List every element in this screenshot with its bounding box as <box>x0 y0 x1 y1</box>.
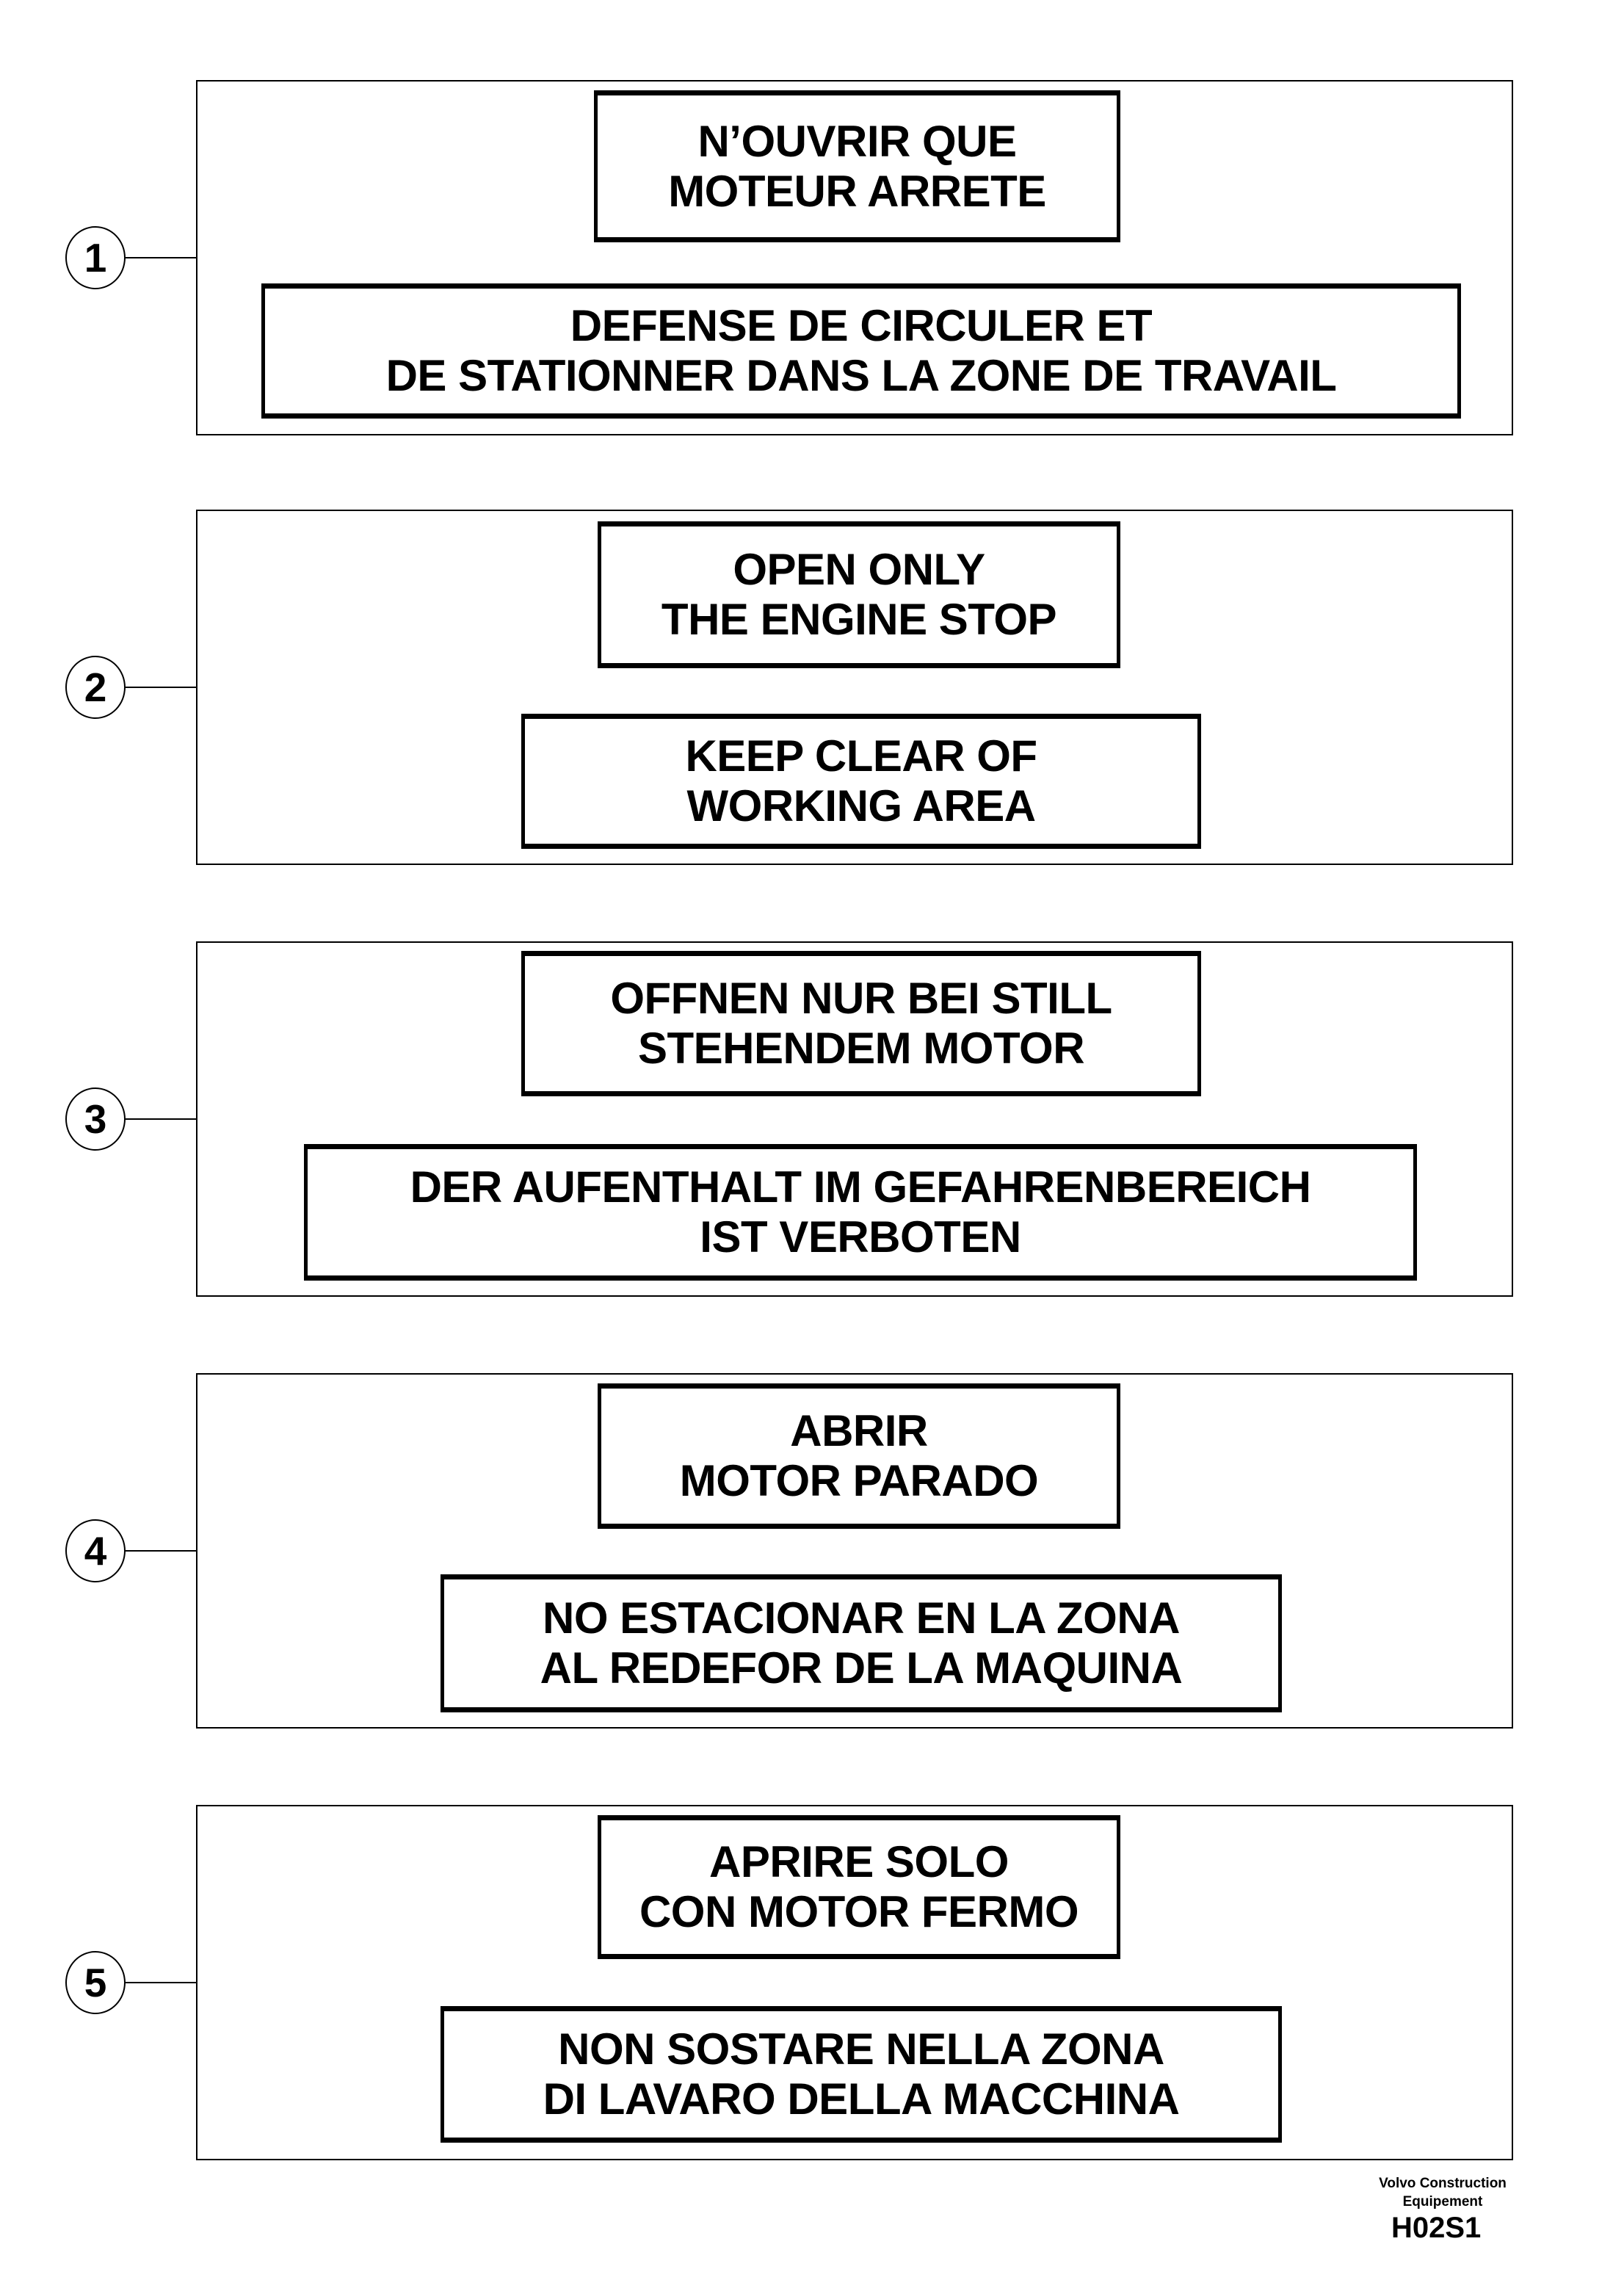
sign-line: MOTOR PARADO <box>679 1456 1039 1505</box>
sign-line: THE ENGINE STOP <box>661 595 1057 644</box>
sign-line: DE STATIONNER DANS LA ZONE DE TRAVAIL <box>385 351 1337 400</box>
sign-plate-top-5: APRIRE SOLO CON MOTOR FERMO <box>598 1815 1120 1959</box>
callout-number: 1 <box>84 235 107 281</box>
callout-number: 4 <box>84 1528 107 1574</box>
sign-plate-bottom-1: DEFENSE DE CIRCULER ET DE STATIONNER DAN… <box>261 283 1461 419</box>
callout-balloon-1: 1 <box>65 226 126 289</box>
sign-line: AL REDEFOR DE LA MAQUINA <box>540 1643 1183 1693</box>
footer-brand: Volvo Construction Equipement <box>1355 2174 1531 2211</box>
callout-number: 5 <box>84 1960 107 2005</box>
callout-balloon-2: 2 <box>65 656 126 719</box>
sign-plate-top-3: OFFNEN NUR BEI STILL STEHENDEM MOTOR <box>521 951 1201 1096</box>
footer-brand-line2: Equipement <box>1402 2194 1483 2209</box>
sign-plate-top-4: ABRIR MOTOR PARADO <box>598 1383 1120 1529</box>
sign-plate-bottom-3: DER AUFENTHALT IM GEFAHRENBEREICH IST VE… <box>304 1144 1417 1281</box>
sign-line: MOTEUR ARRETE <box>668 166 1046 216</box>
sign-plate-bottom-2: KEEP CLEAR OF WORKING AREA <box>521 714 1201 849</box>
sign-line: WORKING AREA <box>686 781 1036 830</box>
leader-line-2 <box>126 687 196 688</box>
leader-line-5 <box>126 1982 196 1983</box>
sign-line: APRIRE SOLO <box>709 1837 1009 1886</box>
callout-number: 3 <box>84 1096 107 1142</box>
leader-line-4 <box>126 1550 196 1552</box>
sign-line: IST VERBOTEN <box>700 1212 1021 1262</box>
sign-line: ABRIR <box>790 1406 928 1455</box>
sign-line: NO ESTACIONAR EN LA ZONA <box>543 1593 1181 1643</box>
doc-code: H02S1 <box>1391 2212 1482 2244</box>
sign-plate-bottom-5: NON SOSTARE NELLA ZONA DI LAVARO DELLA M… <box>441 2006 1282 2143</box>
sign-plate-top-2: OPEN ONLY THE ENGINE STOP <box>598 521 1120 668</box>
callout-balloon-3: 3 <box>65 1087 126 1151</box>
footer-brand-line1: Volvo Construction <box>1379 2176 1507 2191</box>
leader-line-1 <box>126 257 196 258</box>
callout-number: 2 <box>84 665 107 710</box>
sign-line: OPEN ONLY <box>733 545 985 594</box>
sign-line: CON MOTOR FERMO <box>639 1887 1079 1936</box>
sign-plate-bottom-4: NO ESTACIONAR EN LA ZONA AL REDEFOR DE L… <box>441 1574 1282 1712</box>
sign-line: STEHENDEM MOTOR <box>637 1024 1085 1073</box>
sign-line: DI LAVARO DELLA MACCHINA <box>543 2074 1180 2124</box>
sign-line: NON SOSTARE NELLA ZONA <box>558 2024 1164 2074</box>
leader-line-3 <box>126 1118 196 1120</box>
sign-line: OFFNEN NUR BEI STILL <box>610 974 1112 1023</box>
sign-line: N’OUVRIR QUE <box>697 116 1017 166</box>
sign-line: DEFENSE DE CIRCULER ET <box>570 301 1153 350</box>
sign-plate-top-1: N’OUVRIR QUE MOTEUR ARRETE <box>594 90 1120 242</box>
sign-line: DER AUFENTHALT IM GEFAHRENBEREICH <box>410 1162 1311 1212</box>
callout-balloon-4: 4 <box>65 1519 126 1582</box>
sign-line: KEEP CLEAR OF <box>685 731 1037 781</box>
callout-balloon-5: 5 <box>65 1951 126 2014</box>
